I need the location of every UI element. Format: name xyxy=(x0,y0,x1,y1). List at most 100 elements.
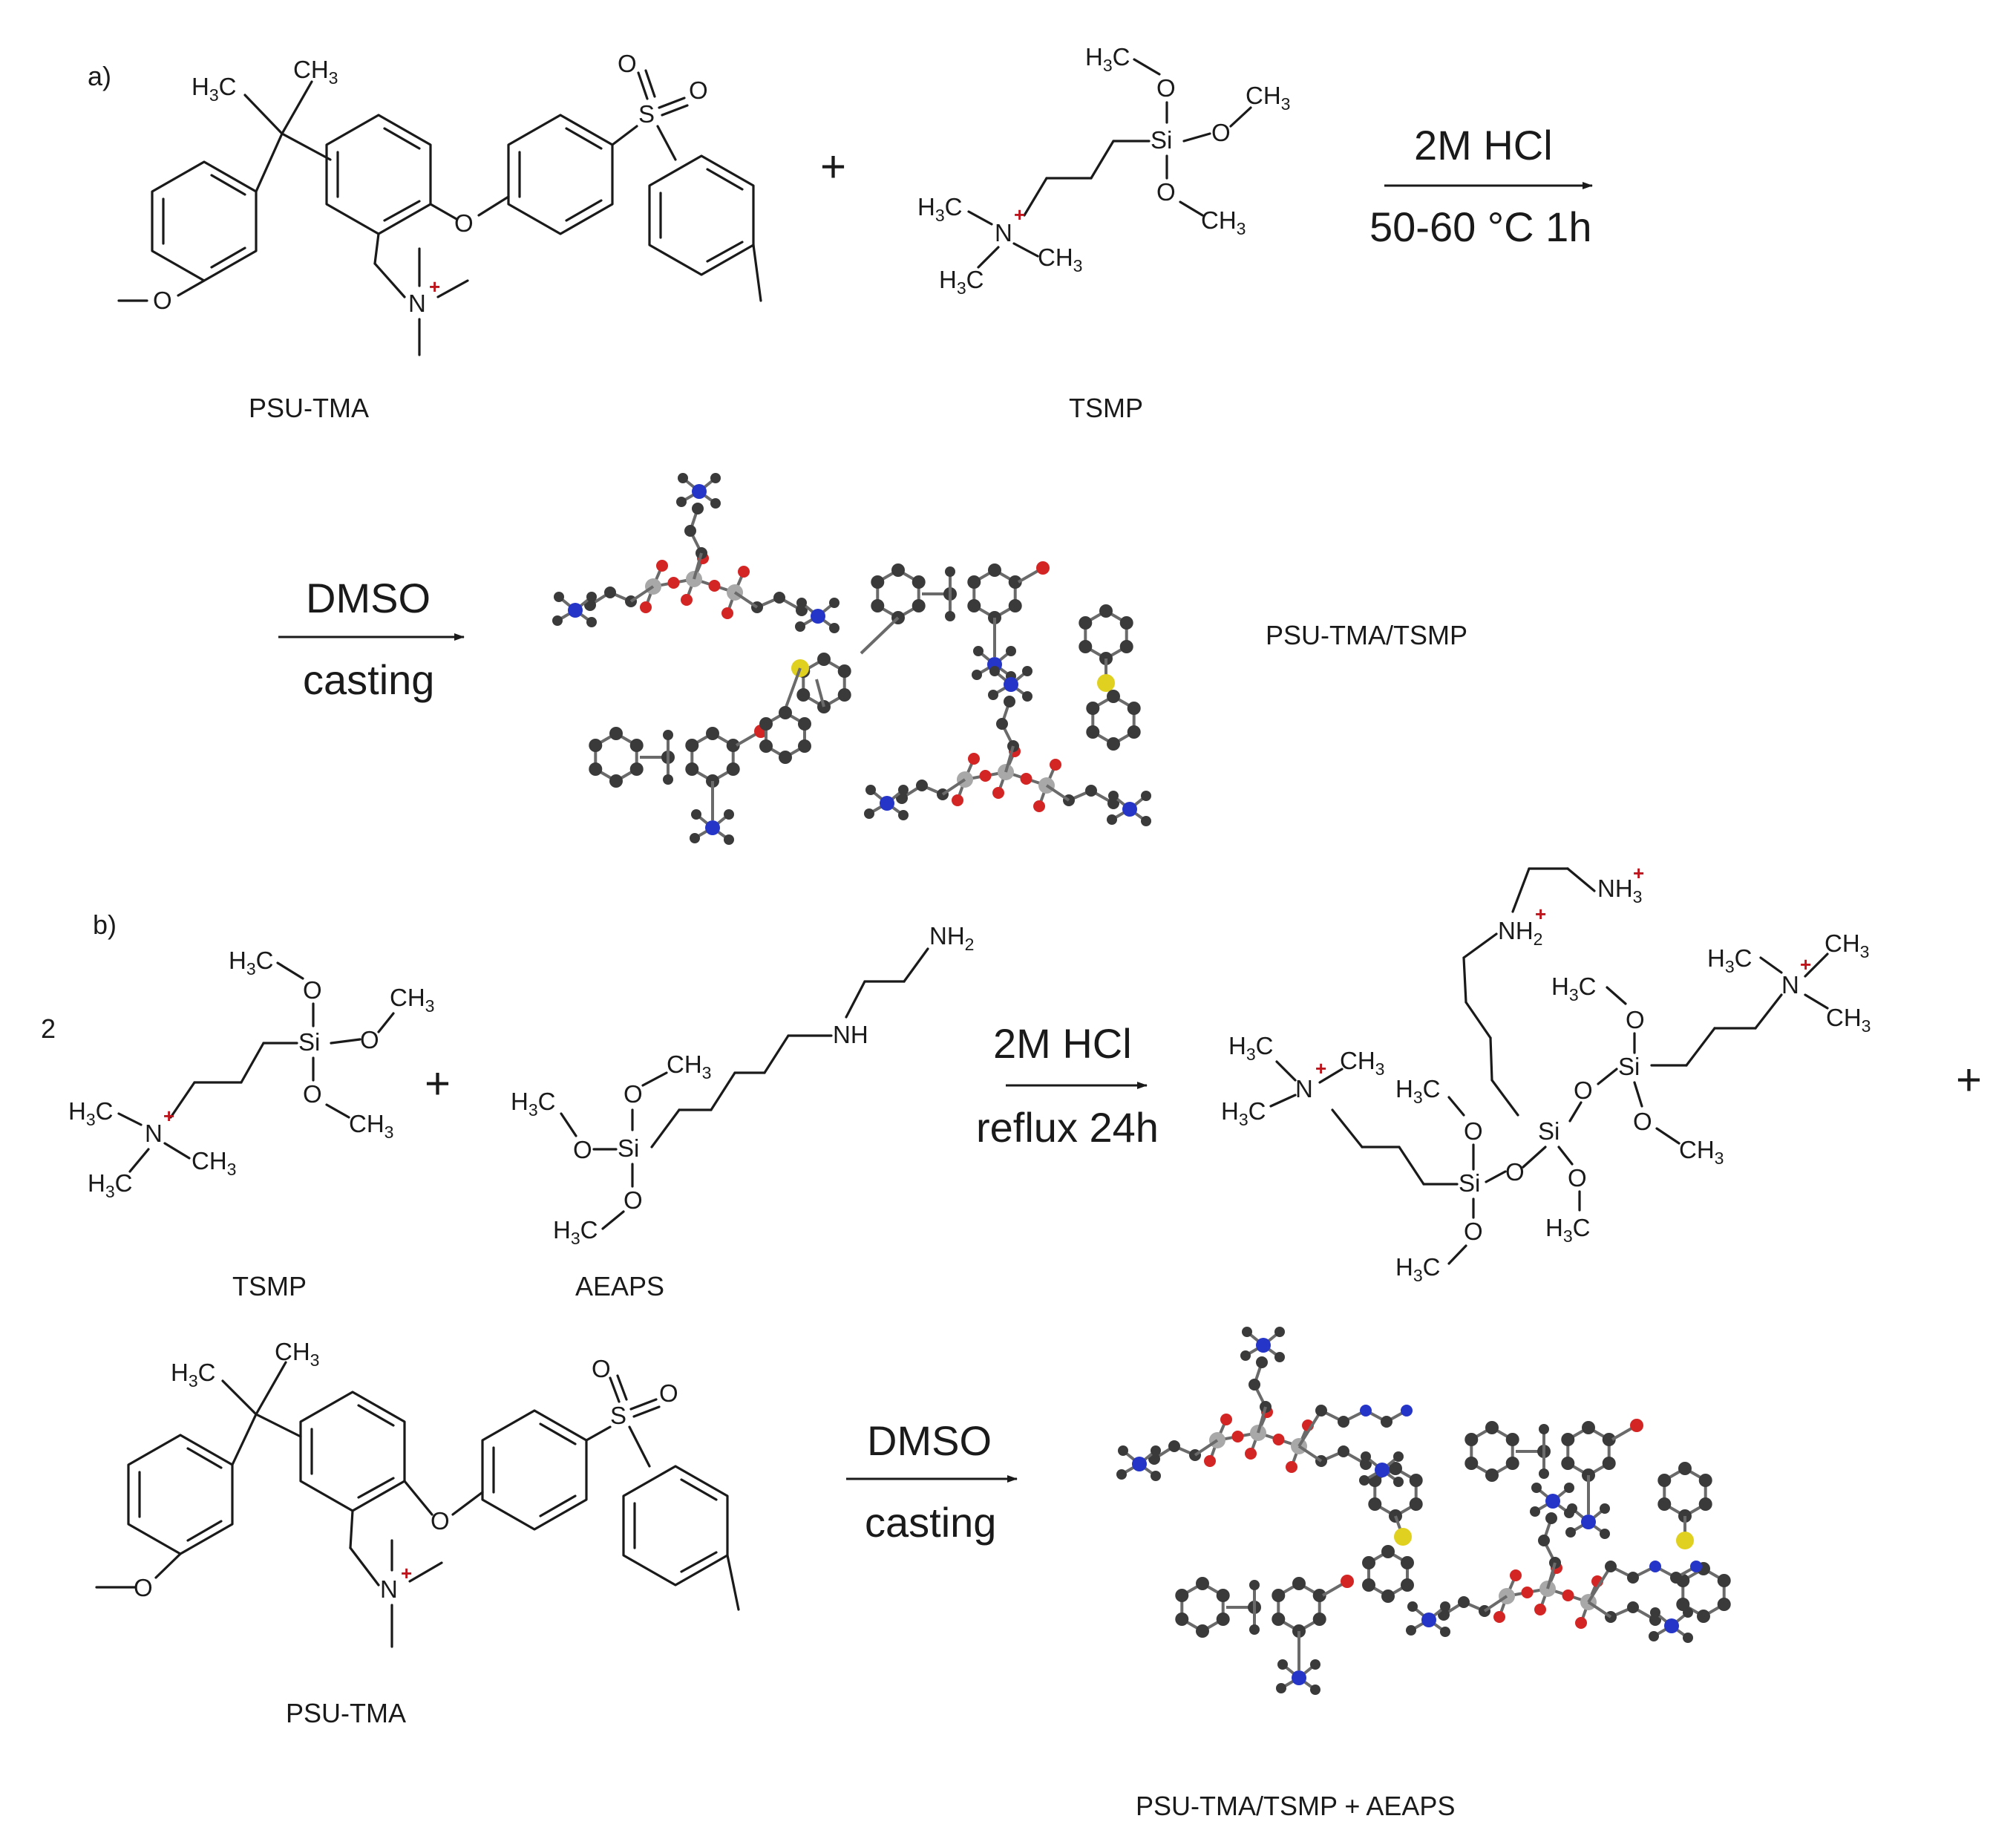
methyl-label: H3C xyxy=(192,73,236,105)
atom-o: O xyxy=(153,287,172,314)
charge: + xyxy=(1800,953,1811,976)
atom-si: Si xyxy=(1618,1053,1640,1080)
charge: + xyxy=(401,1562,412,1584)
plus-sign: + xyxy=(820,142,846,192)
atom-o: O xyxy=(1568,1164,1587,1192)
atom-o: O xyxy=(689,76,708,104)
svg-text:H3C: H3C xyxy=(88,1169,132,1201)
atom-nh: NH xyxy=(833,1021,868,1048)
stoichiometric-coefficient: 2 xyxy=(41,1013,56,1044)
svg-text:H3C: H3C xyxy=(1707,944,1752,976)
svg-text:CH3: CH3 xyxy=(275,1338,319,1370)
charge: + xyxy=(1535,903,1546,925)
atom-o: O xyxy=(624,1186,643,1214)
svg-text:H3C: H3C xyxy=(229,947,273,978)
plus-sign: + xyxy=(425,1059,451,1108)
atom-o: O xyxy=(618,50,637,77)
step1-bottom-b: reflux 24h xyxy=(976,1104,1159,1151)
atom-o: O xyxy=(592,1355,611,1382)
svg-text:H3C: H3C xyxy=(939,266,984,298)
svg-text:H3C: H3C xyxy=(1545,1214,1590,1246)
atom-o: O xyxy=(134,1574,153,1601)
svg-text:CH3: CH3 xyxy=(1246,82,1290,114)
aeaps-structure: NH2 NH Si O CH3 O H3C O H3C xyxy=(511,922,974,1248)
svg-text:H3C: H3C xyxy=(1551,973,1596,1004)
svg-text:CH3: CH3 xyxy=(1679,1136,1724,1168)
psu-tma-label-a: PSU-TMA xyxy=(249,393,369,423)
psu-tma-structure-a: O CH3 H3C N + O S xyxy=(117,50,762,356)
charge: + xyxy=(1633,862,1644,884)
svg-text:NH2: NH2 xyxy=(929,922,974,954)
atom-o: O xyxy=(1464,1117,1483,1145)
svg-text:CH3: CH3 xyxy=(667,1051,711,1082)
atom-o: O xyxy=(360,1026,379,1053)
atom-si: Si xyxy=(1151,126,1172,154)
atom-s: S xyxy=(610,1402,626,1429)
atom-o: O xyxy=(431,1507,450,1535)
atom-n: N xyxy=(1781,971,1799,999)
step2-top-b: DMSO xyxy=(867,1417,992,1464)
svg-text:CH3: CH3 xyxy=(1038,244,1082,275)
charge: + xyxy=(163,1105,174,1127)
svg-text:CH3: CH3 xyxy=(293,56,338,88)
tsmp-label-b: TSMP xyxy=(232,1271,307,1301)
atom-n: N xyxy=(380,1575,398,1603)
atom-o: O xyxy=(1156,74,1176,102)
step1-bottom-a: 50-60 °C 1h xyxy=(1369,203,1591,250)
methyl-label: CH3 xyxy=(293,56,338,88)
atom-o: O xyxy=(1505,1158,1525,1186)
charge: + xyxy=(1315,1057,1326,1079)
svg-text:NH2: NH2 xyxy=(1498,917,1542,949)
atom-o: O xyxy=(1464,1218,1483,1245)
atom-o: O xyxy=(659,1379,678,1407)
svg-text:CH3: CH3 xyxy=(390,984,434,1016)
atom-si: Si xyxy=(1459,1169,1480,1197)
panel-b-label: b) xyxy=(93,909,117,940)
atom-o: O xyxy=(1633,1108,1652,1135)
atom-n: N xyxy=(1295,1075,1313,1102)
svg-text:CH3: CH3 xyxy=(1340,1047,1384,1079)
step2-top-a: DMSO xyxy=(306,575,431,621)
charge: + xyxy=(429,275,440,298)
product-label-b: PSU-TMA/TSMP + AEAPS xyxy=(1136,1791,1455,1821)
svg-text:H3C: H3C xyxy=(1221,1097,1266,1129)
atom-o: O xyxy=(303,976,322,1004)
svg-text:H3C: H3C xyxy=(192,73,236,105)
tsmp-label-a: TSMP xyxy=(1069,393,1143,423)
svg-text:H3C: H3C xyxy=(1395,1253,1440,1285)
svg-text:CH3: CH3 xyxy=(349,1110,393,1142)
psu-tma-structure-b: O CH3 H3C N + O S O O xyxy=(95,1338,740,1648)
step1-top-b: 2M HCl xyxy=(993,1020,1132,1067)
atom-o: O xyxy=(454,209,474,237)
psu-tma-tsmp-ball-and-stick-model xyxy=(552,473,1151,845)
atom-o: O xyxy=(1626,1006,1645,1033)
atom-s: S xyxy=(638,100,655,128)
atom-n: N xyxy=(408,290,426,317)
atom-o: O xyxy=(1156,178,1176,206)
tsmp-structure-b: H3C O Si O CH3 O CH3 N + H3C CH3 H3C xyxy=(68,947,434,1201)
svg-text:H3C: H3C xyxy=(1085,43,1130,75)
step2-bottom-b: casting xyxy=(865,1499,996,1546)
psu-tma-label-b: PSU-TMA xyxy=(286,1698,406,1728)
atom-n: N xyxy=(995,219,1012,246)
aeaps-label: AEAPS xyxy=(575,1271,664,1301)
svg-text:H3C: H3C xyxy=(171,1359,215,1391)
product-label-a: PSU-TMA/TSMP xyxy=(1266,620,1467,650)
hybrid-siloxane-product: NH3 + NH2 + Si O O O H3C Si O H3C O CH3 xyxy=(1221,862,1871,1285)
atom-o: O xyxy=(1574,1076,1593,1104)
svg-text:H3C: H3C xyxy=(917,193,962,225)
svg-text:H3C: H3C xyxy=(1395,1075,1440,1107)
svg-text:CH3: CH3 xyxy=(192,1147,236,1179)
atom-si: Si xyxy=(618,1134,639,1162)
step2-bottom-a: casting xyxy=(303,656,434,703)
panel-a-label: a) xyxy=(88,61,111,91)
svg-text:H3C: H3C xyxy=(553,1216,598,1248)
plus-sign: + xyxy=(1956,1055,1982,1105)
atom-o: O xyxy=(303,1080,322,1108)
atom-o: O xyxy=(1211,119,1231,146)
svg-text:CH3: CH3 xyxy=(1824,929,1869,961)
atom-si: Si xyxy=(298,1028,320,1056)
svg-text:H3C: H3C xyxy=(1228,1032,1273,1064)
tsmp-structure-a: H3C O Si O CH3 O CH3 N + H3C CH3 H3C xyxy=(917,43,1290,298)
svg-text:CH3: CH3 xyxy=(1201,206,1246,238)
